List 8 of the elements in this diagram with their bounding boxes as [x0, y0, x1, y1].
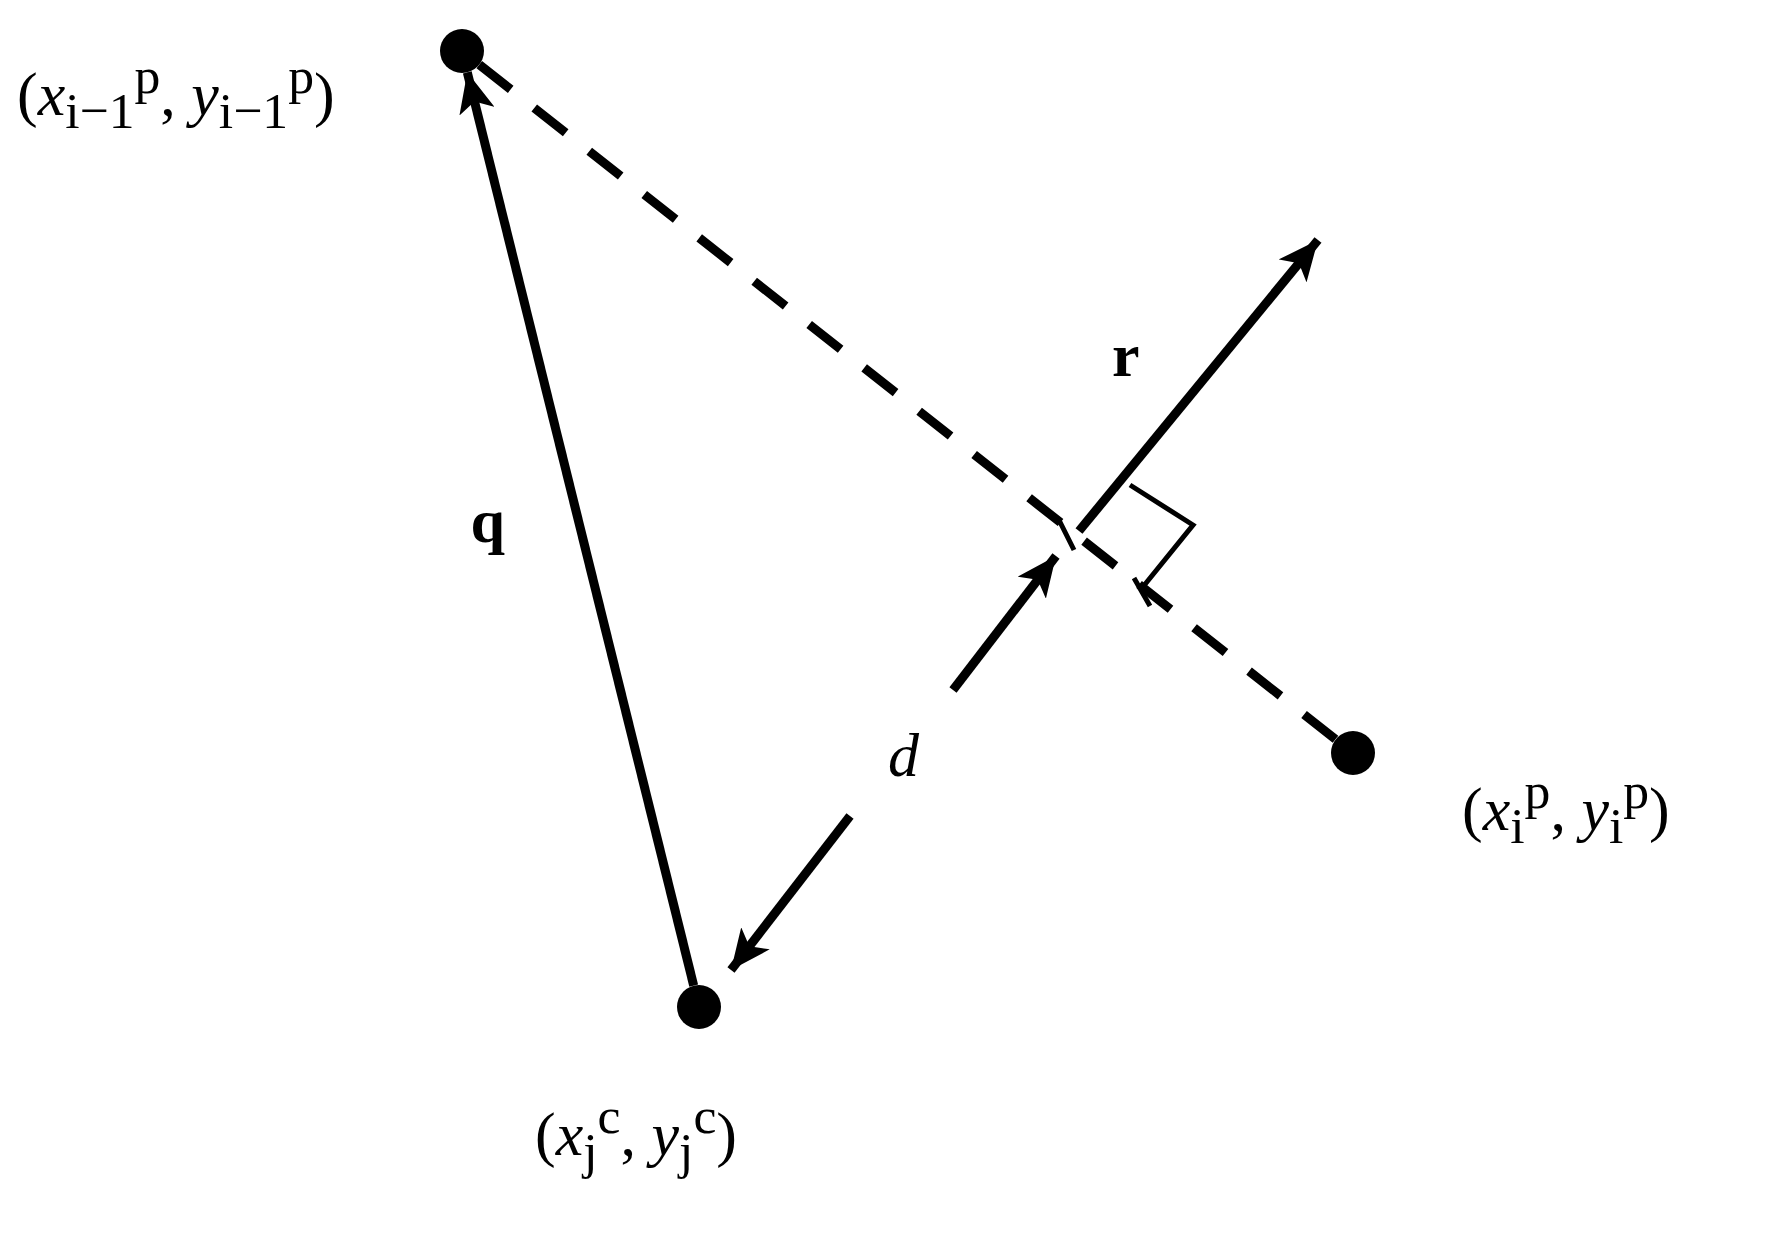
- coordinate-label: (x$_{i}$$^{p}$, y$_{i}$$^{p}$): [1462, 761, 1670, 857]
- vector-label: d: [888, 720, 919, 791]
- coordinate-label: (x$_{j}$$^{c}$, y$_{j}$$^{c}$): [535, 1086, 737, 1182]
- vector-label: r: [1112, 320, 1140, 391]
- arrow: [459, 71, 699, 987]
- edge-label: q: [470, 486, 505, 557]
- coordinate-label: (x$_{i−1}$$^{p}$, y$_{i−1}$$^{p}$): [17, 46, 335, 142]
- dashed-line: [476, 61, 1339, 743]
